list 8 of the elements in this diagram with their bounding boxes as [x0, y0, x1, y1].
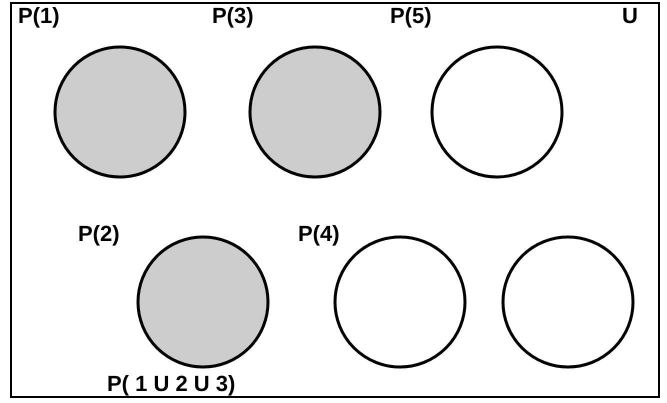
union-label: P( 1 U 2 U 3) [107, 372, 236, 396]
set-label: P(1) [18, 4, 60, 28]
set-label: U [622, 4, 638, 28]
set-label: P(5) [390, 4, 432, 28]
set-label: P(2) [78, 222, 120, 246]
set-label: P(4) [298, 222, 340, 246]
universe-rectangle [10, 2, 660, 398]
set-label: P(3) [212, 4, 254, 28]
